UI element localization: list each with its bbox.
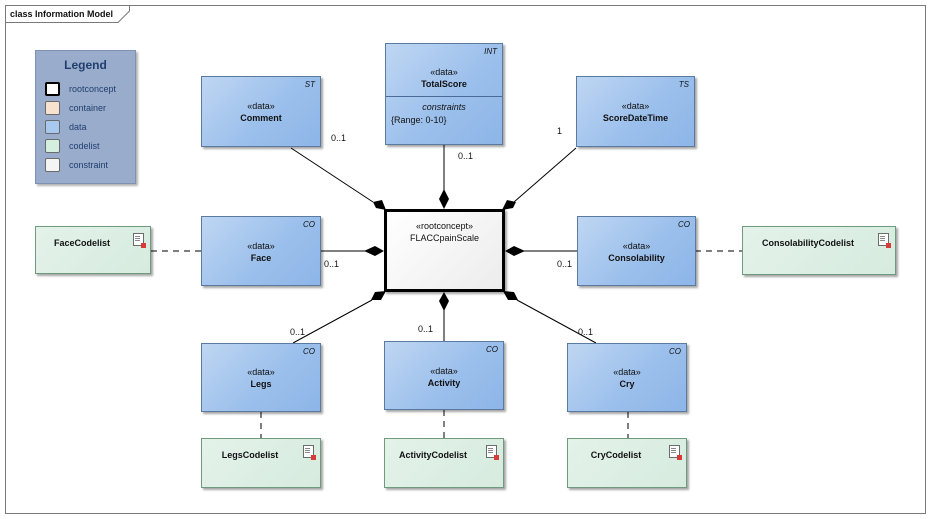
document-icon: [878, 233, 891, 248]
legs-stereotype: «data»: [247, 367, 275, 377]
consolability-multiplicity: 0..1: [557, 259, 573, 269]
cry-name: Cry: [619, 379, 635, 389]
diamond-totalscore: [439, 189, 449, 209]
consolability-name: Consolability: [608, 253, 665, 263]
class-face[interactable]: CO «data» Face: [201, 216, 321, 286]
class-consolability[interactable]: CO «data» Consolability: [577, 216, 696, 286]
face-multiplicity: 0..1: [324, 259, 340, 269]
class-legs[interactable]: CO «data» Legs: [201, 343, 321, 412]
legend-label-codelist: codelist: [69, 141, 100, 151]
comment-name: Comment: [240, 113, 282, 123]
activity-name: Activity: [427, 378, 461, 388]
codelist-face[interactable]: FaceCodelist: [35, 226, 151, 274]
cry-stereotype: «data»: [613, 367, 641, 377]
diamond-activity: [439, 292, 449, 311]
diamond-legs: [371, 291, 386, 300]
totalscore-constraint-value: {Range: 0-10}: [391, 115, 447, 125]
root-name: FLACCpainScale: [409, 233, 480, 243]
codelist-legs[interactable]: LegsCodelist: [201, 438, 321, 488]
totalscore-type-tag: INT: [484, 47, 497, 56]
document-icon: [669, 445, 682, 460]
face-type-tag: CO: [303, 220, 315, 229]
comment-type-tag: ST: [304, 80, 315, 89]
diagram-frame: [5, 5, 926, 514]
legs-codelist-name: LegsCodelist: [221, 450, 279, 460]
cry-multiplicity: 0..1: [578, 327, 594, 337]
document-icon: [486, 445, 499, 460]
connector-scoredatetime: [513, 147, 577, 203]
diamond-face: [364, 246, 384, 256]
legend-label-rootconcept: rootconcept: [69, 84, 117, 94]
consolability-codelist-name: ConsolabilityCodelist: [761, 238, 854, 248]
activity-codelist-name: ActivityCodelist: [398, 450, 467, 460]
legend-label-constraint: constraint: [69, 160, 109, 170]
consolability-type-tag: CO: [678, 220, 690, 229]
face-name: Face: [250, 253, 272, 263]
class-activity[interactable]: CO «data» Activity: [384, 341, 504, 410]
legs-multiplicity: 0..1: [290, 327, 306, 337]
face-stereotype: «data»: [247, 241, 275, 251]
face-codelist-name: FaceCodelist: [53, 238, 111, 248]
title-tab-outline: [5, 5, 130, 23]
totalscore-stereotype: «data»: [430, 67, 458, 77]
legend-label-data: data: [69, 122, 87, 132]
connector-legs: [292, 299, 373, 344]
legend-swatch-rootconcept: [45, 82, 60, 96]
scoredatetime-name: ScoreDateTime: [602, 113, 669, 123]
class-cry[interactable]: CO «data» Cry: [567, 343, 687, 412]
diagram-title: class Information Model: [10, 9, 114, 19]
legend-label-container: container: [69, 103, 107, 113]
codelist-cry[interactable]: CryCodelist: [567, 438, 687, 488]
class-totalscore[interactable]: INT «data» TotalScore constraints {Range…: [385, 43, 503, 145]
comment-stereotype: «data»: [247, 101, 275, 111]
legend: Legend rootconcept container data codeli…: [35, 50, 136, 184]
legend-swatch-data: [45, 120, 60, 134]
diamond-comment: [373, 200, 386, 210]
scoredatetime-stereotype: «data»: [621, 101, 650, 111]
activity-type-tag: CO: [486, 345, 498, 354]
diamond-cry: [503, 291, 518, 300]
root-concept-flaccpainscale[interactable]: «rootconcept» FLACCpainScale: [384, 209, 505, 292]
totalscore-constraints-heading: constraints: [422, 102, 466, 112]
legs-type-tag: CO: [303, 347, 315, 356]
legs-name: Legs: [250, 379, 272, 389]
scoredatetime-type-tag: TS: [678, 80, 689, 89]
connector-comment: [290, 147, 374, 203]
consolability-stereotype: «data»: [622, 241, 651, 251]
totalscore-compartment-divider: [386, 96, 502, 97]
legend-swatch-constraint: [45, 158, 60, 172]
diamond-consolability: [505, 246, 525, 256]
cry-codelist-name: CryCodelist: [590, 450, 642, 460]
activity-stereotype: «data»: [430, 366, 458, 376]
codelist-consolability[interactable]: ConsolabilityCodelist: [742, 226, 896, 275]
comment-multiplicity: 0..1: [331, 133, 347, 143]
connector-cry: [516, 299, 597, 344]
legend-swatch-codelist: [45, 139, 60, 153]
cry-type-tag: CO: [669, 347, 681, 356]
scoredatetime-multiplicity: 1: [557, 126, 563, 136]
totalscore-multiplicity: 0..1: [458, 151, 474, 161]
class-comment[interactable]: ST «data» Comment: [201, 76, 321, 147]
diamond-scoredatetime: [502, 200, 516, 210]
root-stereotype: «rootconcept»: [415, 221, 474, 231]
legend-title: Legend: [64, 58, 107, 72]
activity-multiplicity: 0..1: [418, 324, 434, 334]
document-icon: [303, 445, 316, 460]
legend-swatch-container: [45, 101, 60, 115]
document-icon: [133, 233, 146, 248]
class-scoredatetime[interactable]: TS «data» ScoreDateTime: [576, 76, 695, 147]
codelist-activity[interactable]: ActivityCodelist: [384, 438, 504, 488]
totalscore-name: TotalScore: [421, 79, 467, 89]
